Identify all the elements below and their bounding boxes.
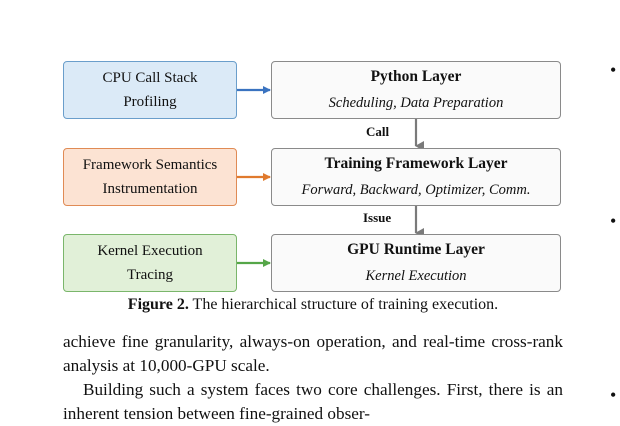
layer-subtitle: Forward, Backward, Optimizer, Comm. bbox=[301, 182, 531, 198]
box-kernel-execution-tracing: Kernel Execution Tracing bbox=[63, 234, 237, 292]
box-line-2: Instrumentation bbox=[102, 181, 198, 197]
layer-title: GPU Runtime Layer bbox=[347, 241, 485, 258]
box-line-1: Framework Semantics bbox=[82, 157, 218, 173]
box-cpu-call-stack-profiling: CPU Call Stack Profiling bbox=[63, 61, 237, 119]
body-text: achieve fine granularity, always-on oper… bbox=[63, 330, 563, 426]
figure-caption-text: The hierarchical structure of training e… bbox=[188, 296, 499, 313]
layer-subtitle: Scheduling, Data Preparation bbox=[328, 95, 504, 111]
margin-bullet: • bbox=[610, 211, 617, 231]
box-line-1: Kernel Execution bbox=[97, 243, 203, 259]
paragraph: achieve fine granularity, always-on oper… bbox=[63, 332, 563, 375]
layer-subtitle: Kernel Execution bbox=[365, 268, 467, 284]
box-framework-semantics-instrumentation: Framework Semantics Instrumentation bbox=[63, 148, 237, 206]
box-line-2: Tracing bbox=[126, 267, 174, 283]
box-line-1: CPU Call Stack bbox=[102, 70, 198, 86]
layer-title: Training Framework Layer bbox=[324, 155, 508, 172]
margin-bullet: • bbox=[610, 60, 617, 80]
margin-bullet: • bbox=[610, 385, 617, 405]
figure-caption-label: Figure 2. bbox=[127, 296, 189, 313]
edge-label-issue: Issue bbox=[363, 210, 392, 225]
edge-label-call: Call bbox=[366, 124, 390, 139]
layer-python: Python Layer Scheduling, Data Preparatio… bbox=[271, 61, 561, 119]
layer-title: Python Layer bbox=[370, 68, 462, 85]
paragraph: Building such a system faces two core ch… bbox=[63, 380, 563, 423]
box-line-2: Profiling bbox=[123, 94, 177, 110]
layer-gpu-runtime: GPU Runtime Layer Kernel Execution bbox=[271, 234, 561, 292]
figure-caption: Figure 2. The hierarchical structure of … bbox=[0, 296, 620, 314]
layer-training-framework: Training Framework Layer Forward, Backwa… bbox=[271, 148, 561, 206]
